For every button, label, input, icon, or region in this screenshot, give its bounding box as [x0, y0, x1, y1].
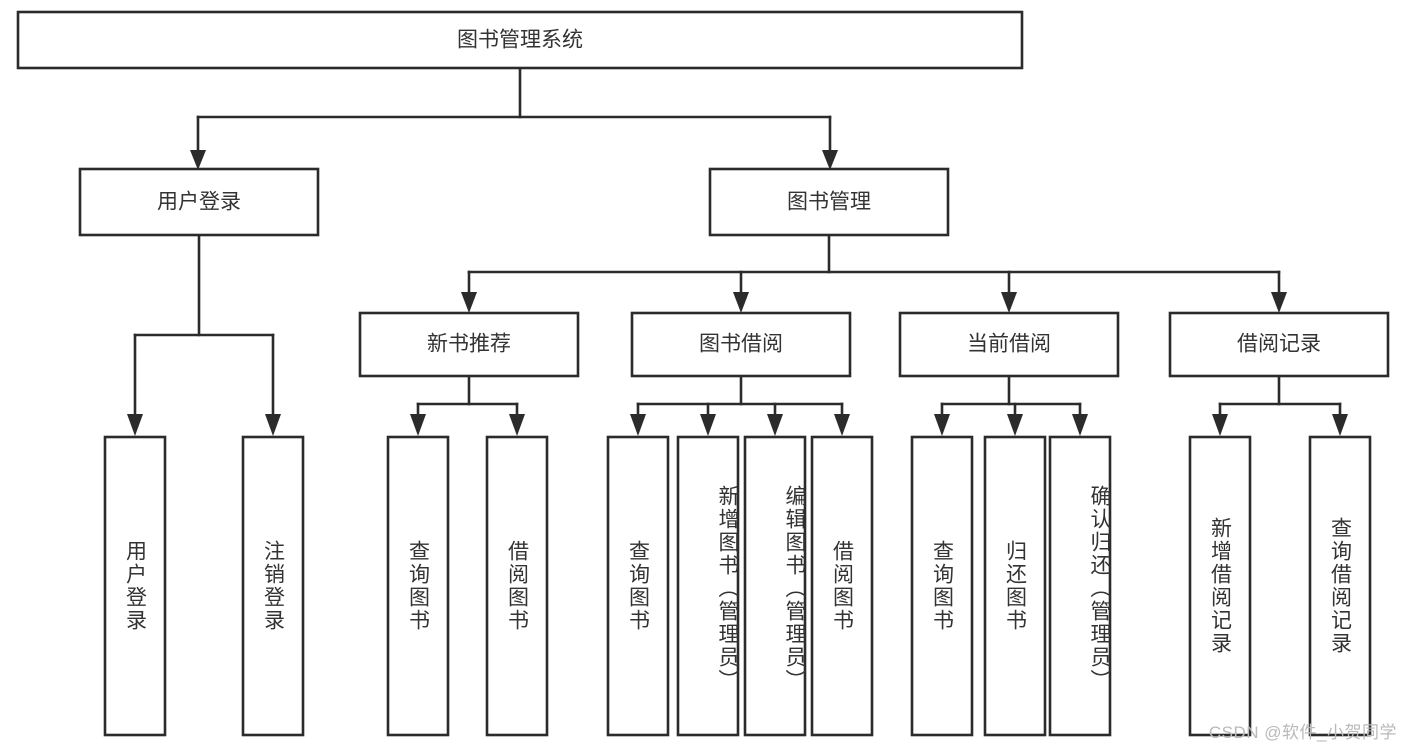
arrow-head-leaf-add-borrow-record — [1212, 414, 1228, 436]
arrow-head-book-borrow — [733, 292, 749, 313]
arrow-head-borrow-record — [1271, 292, 1287, 313]
arrow-head-leaf-confirm-return-admin — [1072, 414, 1088, 436]
node-box-root[interactable] — [16, 10, 1024, 70]
arrow-head-leaf-borrow-book-recommend — [509, 414, 525, 436]
arrow-head-leaf-return-book — [1007, 414, 1023, 436]
arrow-head-leaf-edit-book-admin — [767, 414, 783, 436]
node-box-book-borrow[interactable] — [630, 311, 852, 378]
arrow-head-user-login — [190, 150, 206, 170]
node-box-leaf-query-book-recommend[interactable] — [386, 435, 450, 737]
node-label-new-book-recommend: 新书推荐 — [427, 333, 511, 356]
node-box-leaf-add-borrow-record[interactable] — [1188, 435, 1252, 737]
node-box-leaf-borrow-book[interactable] — [810, 435, 874, 737]
arrow-head-leaf-logout-login — [265, 414, 281, 436]
node-box-leaf-user-login[interactable] — [103, 435, 167, 737]
arrow-head-leaf-query-book-borrow — [630, 414, 646, 436]
node-label-current-borrow: 当前借阅 — [967, 333, 1051, 356]
node-layer: 图书管理系统 用户登录 图书管理 新书推荐 图书借阅 当前借阅 借阅记录 — [16, 10, 1390, 737]
arrow-head-leaf-borrow-book — [834, 414, 850, 436]
arrow-head-new-book-recommend — [461, 292, 477, 313]
node-label-book-management: 图书管理 — [787, 191, 871, 214]
arrow-head-leaf-add-book-admin — [700, 414, 716, 436]
arrow-head-leaf-user-login — [127, 414, 143, 436]
node-box-leaf-query-borrow-record[interactable] — [1308, 435, 1372, 737]
arrow-head-leaf-query-borrow-record — [1332, 414, 1348, 436]
node-box-leaf-borrow-book-recommend[interactable] — [485, 435, 549, 737]
node-label-root: 图书管理系统 — [457, 29, 583, 52]
arrow-head-book-management — [822, 150, 838, 170]
node-label-book-borrow: 图书借阅 — [699, 333, 783, 356]
node-label-user-login: 用户登录 — [157, 191, 241, 214]
node-box-new-book-recommend[interactable] — [358, 311, 580, 378]
node-box-leaf-add-book-admin[interactable] — [676, 435, 740, 737]
node-box-leaf-edit-book-admin[interactable] — [743, 435, 807, 737]
arrow-head-leaf-query-book-current — [934, 414, 950, 436]
node-label-borrow-record: 借阅记录 — [1237, 333, 1321, 356]
arrow-head-leaf-query-book-recommend — [410, 414, 426, 436]
node-box-leaf-query-book-borrow[interactable] — [606, 435, 670, 737]
node-box-leaf-query-book-current[interactable] — [910, 435, 974, 737]
node-box-leaf-return-book[interactable] — [983, 435, 1047, 737]
watermark-text: CSDN @软件_小贺同学 — [1208, 723, 1397, 742]
node-box-current-borrow[interactable] — [898, 311, 1120, 378]
node-box-borrow-record[interactable] — [1168, 311, 1390, 378]
node-box-leaf-logout-login[interactable] — [241, 435, 305, 737]
arrow-head-current-borrow — [1001, 292, 1017, 313]
node-box-user-login[interactable] — [78, 167, 320, 237]
node-box-leaf-confirm-return-admin[interactable] — [1048, 435, 1112, 737]
connector-layer — [127, 66, 1348, 436]
node-box-book-management[interactable] — [708, 167, 950, 237]
